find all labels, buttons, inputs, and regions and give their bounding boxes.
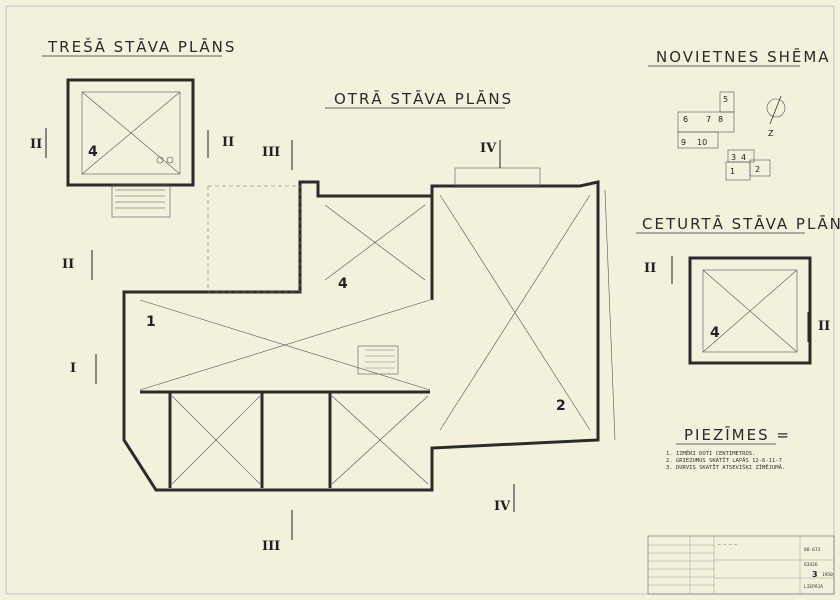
svg-text:II: II: [222, 135, 234, 150]
svg-text:8: 8: [718, 115, 723, 124]
title-third-floor: TREŠĀ STĀVA PLĀNS: [47, 37, 236, 56]
sheet-code: 88-673: [804, 547, 821, 553]
room-number: 4: [338, 276, 348, 292]
room-number: 4: [88, 144, 98, 160]
svg-text:I: I: [70, 361, 76, 376]
svg-text:5: 5: [723, 95, 728, 104]
svg-text:II: II: [818, 319, 830, 334]
section-markers: II II II III IV I IV III II II: [30, 128, 830, 554]
drawing-number: 63426: [804, 562, 818, 568]
svg-text:IV: IV: [494, 499, 511, 514]
svg-text:1: 1: [730, 167, 735, 176]
room-number: 2: [556, 398, 566, 414]
room-number: 1: [146, 314, 156, 330]
svg-text:7: 7: [706, 115, 711, 124]
notes: PIEZĪMES = 1. IZMĒRI DOTI CENTIMETROS. 2…: [666, 426, 791, 471]
second-floor-plan: 1 2 4: [122, 167, 616, 492]
svg-text:II: II: [644, 261, 656, 276]
svg-text:2: 2: [755, 165, 760, 174]
svg-text:II: II: [62, 257, 74, 272]
year: 1950: [822, 572, 833, 578]
room-number: 4: [710, 325, 720, 341]
title-block: — — — — 88-673 63426 3 1950 LIEPĀJA: [647, 535, 835, 595]
svg-text:— — — —: — — — —: [718, 543, 737, 548]
svg-text:II: II: [30, 137, 42, 152]
svg-text:III: III: [262, 145, 280, 160]
project-name: LIEPĀJA: [804, 583, 823, 590]
svg-text:6: 6: [683, 115, 688, 124]
svg-text:IV: IV: [480, 141, 497, 156]
third-floor-plan: 4: [66, 78, 195, 218]
title-second-floor: OTRĀ STĀVA PLĀNS: [334, 90, 513, 108]
note-item: 3. DURVIS SKATĪT ATSEVIŠĶI ZĪMĒJUMĀ.: [666, 464, 785, 471]
svg-text:4: 4: [741, 153, 746, 162]
note-item: 1. IZMĒRI DOTI CENTIMETROS.: [666, 450, 755, 457]
title-site-scheme: NOVIETNES SHĒMA: [656, 48, 831, 66]
note-item: 2. GRIEZUMUS SKATĪT LAPĀS 12-6-11-7: [666, 457, 782, 464]
fourth-floor-plan: 4: [688, 256, 812, 365]
sheet-border: [5, 5, 835, 595]
svg-text:9: 9: [681, 138, 686, 147]
svg-text:3: 3: [731, 153, 736, 162]
notes-title: PIEZĪMES =: [684, 426, 791, 444]
north-label: Z: [768, 129, 774, 138]
svg-text:10: 10: [697, 138, 707, 147]
svg-text:III: III: [262, 539, 280, 554]
title-fourth-floor: CETURTĀ STĀVA PLĀNS: [642, 215, 840, 233]
sheet-number: 3: [812, 570, 818, 579]
